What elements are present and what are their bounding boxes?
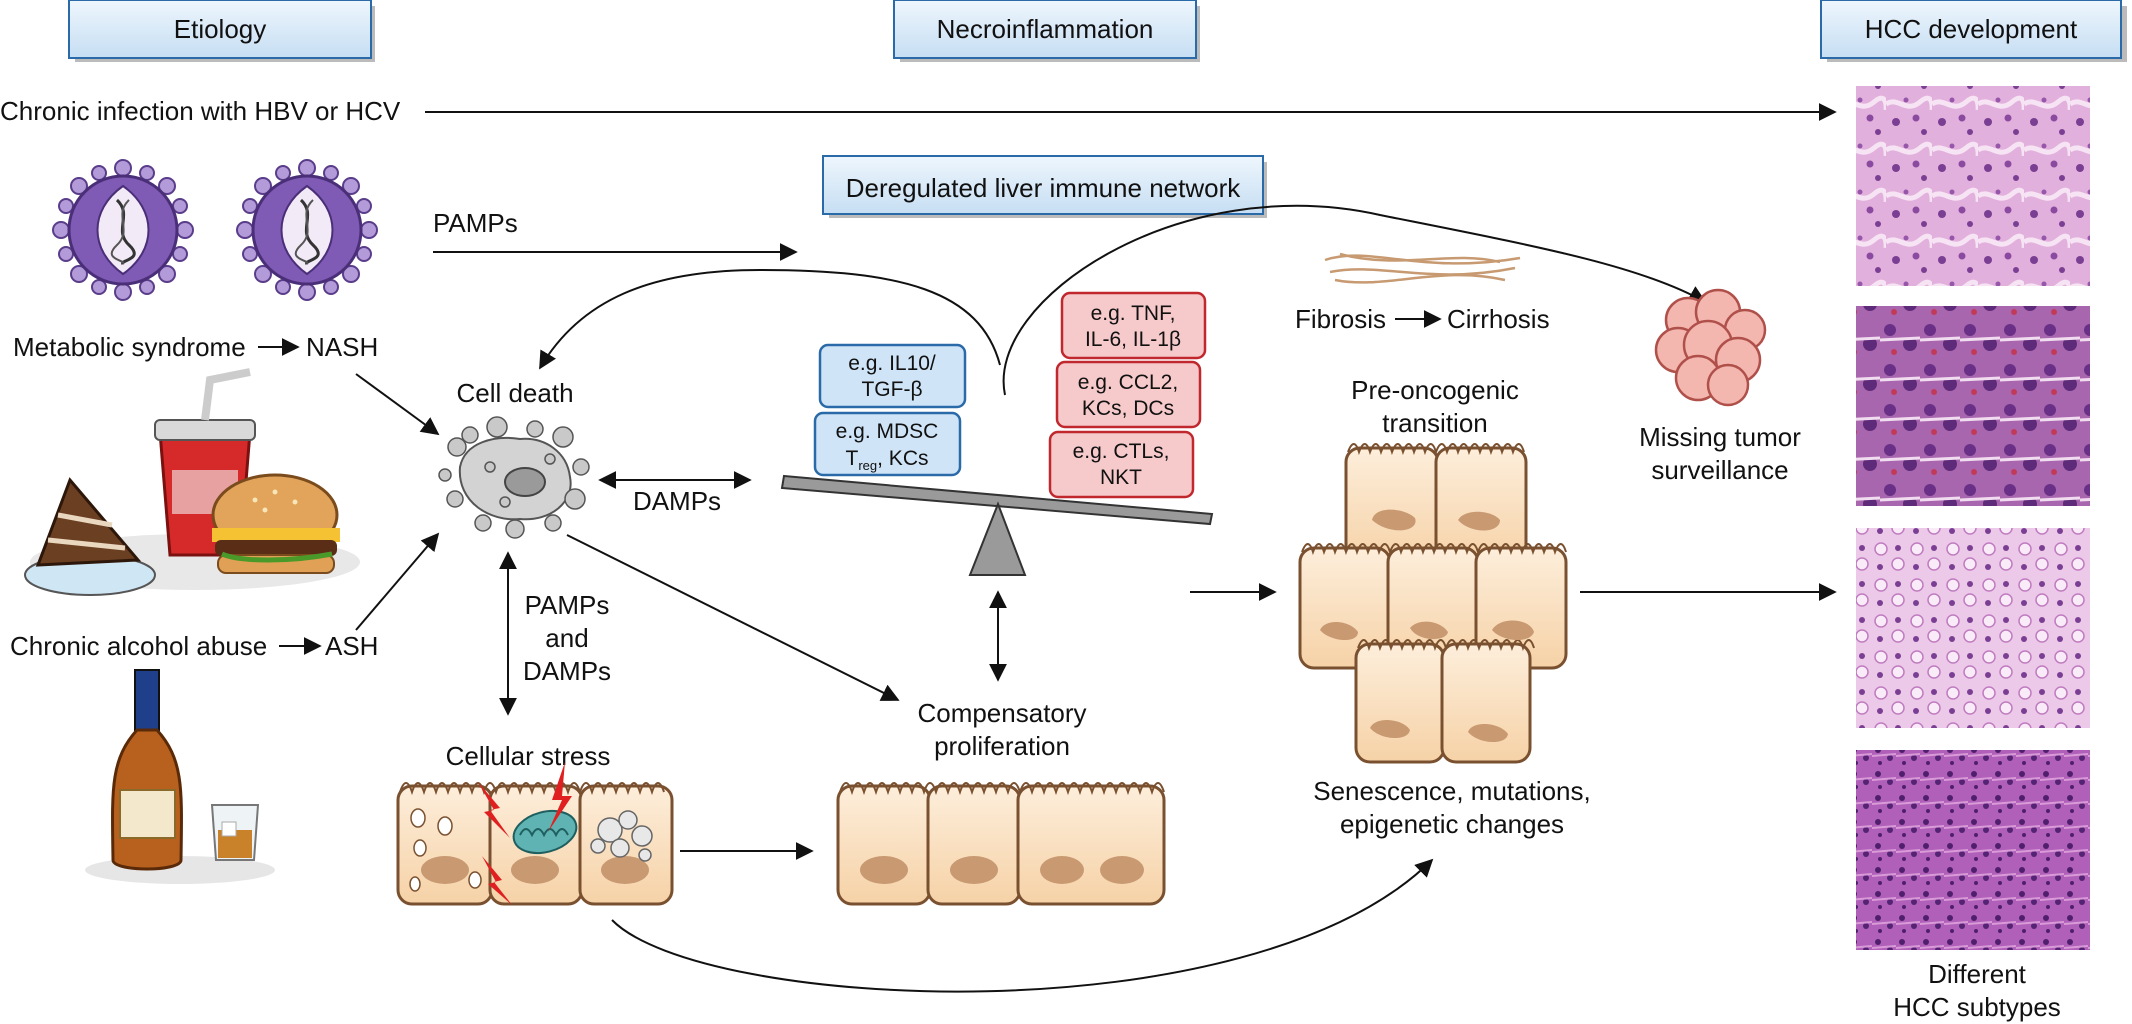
label-surveillance-text: surveillance (1651, 455, 1788, 485)
svg-text:Etiology: Etiology (174, 14, 267, 44)
label-compensatory: Compensatory (917, 698, 1086, 728)
header-necroinflammation: Necroinflammation (893, 0, 1200, 62)
dying-cell-icon (438, 416, 590, 539)
label-ash: ASH (325, 631, 378, 661)
label-pre-oncogenic: Pre-oncogenic (1351, 375, 1519, 405)
svg-text:KCs, DCs: KCs, DCs (1082, 397, 1174, 420)
header-etiology: Etiology (68, 0, 375, 62)
preoncogenic-cell-cluster (1298, 443, 1568, 764)
red-box-ctls: e.g. CTLs, NKT (1048, 430, 1195, 499)
svg-text:Necroinflammation: Necroinflammation (937, 14, 1154, 44)
arrow-immune-to-surveillance (1002, 204, 1707, 396)
hcc-histology-panel-4 (1856, 750, 2090, 950)
svg-text:e.g. CTLs,: e.g. CTLs, (1073, 440, 1170, 463)
tumor-cluster-icon (1654, 288, 1767, 407)
svg-text:TGF-β: TGF-β (861, 378, 922, 401)
header-immune-network: Deregulated liver immune network (822, 155, 1267, 218)
arrow-nash-celldeath (355, 373, 440, 436)
label-epigenetic: epigenetic changes (1340, 809, 1564, 839)
stressed-hepatocytes (396, 762, 674, 906)
label-fibrosis: Fibrosis (1295, 304, 1386, 334)
svg-text:e.g. MDSC: e.g. MDSC (836, 420, 939, 443)
label-cirrhosis: Cirrhosis (1447, 304, 1550, 334)
label-hbv-hcv: Chronic infection with HBV or HCV (0, 96, 401, 126)
svg-text:HCC development: HCC development (1865, 14, 2078, 44)
hcc-histology-panel-2 (1856, 306, 2090, 506)
hcc-histology-panel-1 (1856, 86, 2090, 286)
fibrosis-fibers-icon (1324, 252, 1521, 284)
svg-text:Treg, KCs: Treg, KCs (846, 447, 929, 473)
label-pamps-and: PAMPs (525, 590, 610, 620)
proliferating-hepatocytes (836, 782, 1166, 906)
label-alcohol-abuse: Chronic alcohol abuse (10, 631, 267, 661)
label-different: Different (1928, 959, 2027, 989)
svg-text:e.g. TNF,: e.g. TNF, (1091, 302, 1176, 325)
arrow-celldeath-proliferation (566, 534, 900, 701)
fast-food-icon (24, 368, 360, 596)
label-proliferation: proliferation (934, 731, 1070, 761)
arrow-immune-to-celldeath (539, 268, 1001, 370)
blue-box-mdsc: e.g. MDSC Treg, KCs (813, 411, 962, 477)
alcohol-bottle-icon (85, 669, 275, 884)
label-missing-tumor: Missing tumor (1639, 422, 1801, 452)
label-cellular-stress: Cellular stress (446, 741, 611, 771)
svg-text:e.g. IL10/: e.g. IL10/ (848, 352, 936, 375)
label-damps-lower: DAMPs (523, 656, 611, 686)
arrow-stress-senescence (611, 858, 1434, 993)
svg-text:IL-6, IL-1β: IL-6, IL-1β (1085, 328, 1181, 351)
label-nash: NASH (306, 332, 378, 362)
hcv-virus-icon (236, 159, 378, 301)
svg-text:e.g. CCL2,: e.g. CCL2, (1078, 371, 1178, 394)
label-pamps-top: PAMPs (433, 208, 518, 238)
red-box-ccl2: e.g. CCL2, KCs, DCs (1055, 360, 1202, 429)
hbv-virus-icon (52, 159, 194, 301)
blue-box-il10: e.g. IL10/ TGF-β (818, 343, 967, 409)
label-transition: transition (1382, 408, 1488, 438)
header-hcc-development: HCC development (1820, 0, 2127, 62)
label-hcc-subtypes: HCC subtypes (1893, 992, 2061, 1022)
red-box-tnf: e.g. TNF, IL-6, IL-1β (1060, 291, 1207, 360)
svg-text:NKT: NKT (1100, 466, 1142, 489)
arrow-ash-celldeath (355, 532, 440, 631)
hcc-histology-panel-3 (1856, 528, 2090, 728)
label-damps: DAMPs (633, 486, 721, 516)
label-and: and (545, 623, 588, 653)
label-senescence: Senescence, mutations, (1313, 776, 1591, 806)
balance-scale (780, 474, 1214, 576)
label-metabolic-syndrome: Metabolic syndrome (13, 332, 246, 362)
label-cell-death: Cell death (456, 378, 573, 408)
svg-text:Deregulated liver immune netwo: Deregulated liver immune network (846, 173, 1242, 203)
